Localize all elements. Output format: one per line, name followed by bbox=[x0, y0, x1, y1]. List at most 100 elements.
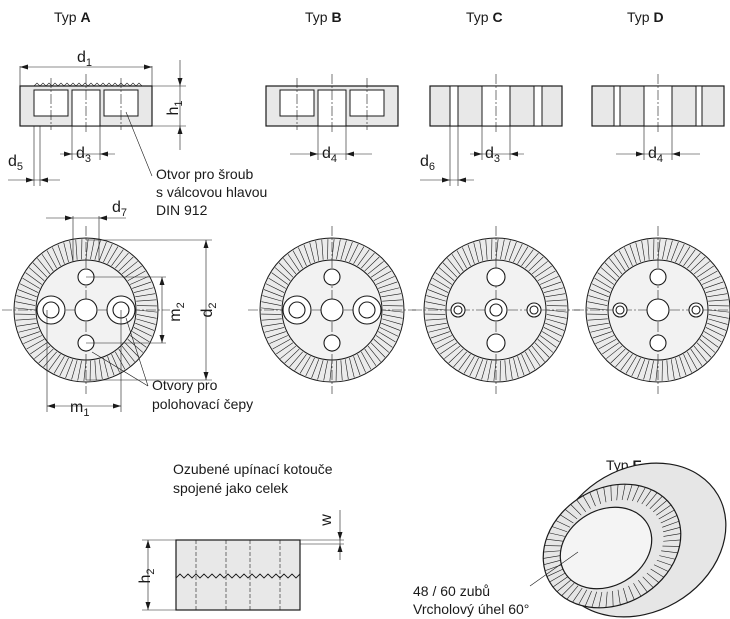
dimension-d5: d5 bbox=[8, 126, 60, 186]
tooth-line bbox=[261, 301, 282, 306]
tooth-line bbox=[121, 345, 135, 362]
tooth-line bbox=[456, 250, 468, 269]
svg-text:d4: d4 bbox=[322, 145, 337, 165]
svg-text:DIN 912: DIN 912 bbox=[156, 202, 208, 218]
tooth-line bbox=[48, 353, 61, 371]
tooth-line bbox=[546, 568, 564, 577]
svg-text:m1: m1 bbox=[70, 399, 89, 419]
tooth-line bbox=[442, 262, 458, 278]
tooth-line bbox=[331, 239, 335, 260]
tooth-line bbox=[136, 309, 157, 313]
tooth-line bbox=[28, 267, 45, 281]
tooth-line bbox=[572, 587, 583, 603]
tooth-line bbox=[534, 265, 552, 278]
tooth-line bbox=[103, 357, 109, 378]
tooth-line bbox=[545, 322, 565, 331]
tooth-line bbox=[513, 357, 519, 378]
tooth-line bbox=[473, 242, 479, 263]
tooth-line bbox=[53, 356, 65, 374]
tooth-line bbox=[71, 360, 78, 380]
tooth-line bbox=[25, 272, 43, 285]
tooth-line bbox=[435, 272, 453, 285]
tooth-line bbox=[426, 295, 446, 302]
tooth-line bbox=[462, 247, 471, 266]
tooth-line bbox=[686, 351, 698, 370]
tooth-line bbox=[647, 239, 650, 260]
tooth-line bbox=[317, 360, 324, 380]
tooth-line bbox=[448, 348, 464, 364]
tooth-line bbox=[542, 331, 560, 343]
tooth-line bbox=[653, 564, 669, 572]
tooth-line bbox=[549, 572, 566, 583]
tooth-line bbox=[107, 246, 119, 264]
tooth-line bbox=[517, 356, 525, 376]
section-view-type-c bbox=[429, 74, 563, 134]
tooth-line bbox=[704, 331, 722, 343]
tooth-line bbox=[274, 267, 291, 281]
tooth-line bbox=[294, 353, 307, 371]
tooth-line bbox=[16, 322, 37, 327]
tooth-line bbox=[38, 348, 54, 364]
tooth-line bbox=[670, 241, 679, 261]
tooth-line bbox=[303, 244, 311, 264]
svg-text:d6: d6 bbox=[420, 153, 435, 173]
tooth-line bbox=[85, 239, 89, 260]
tooth-line bbox=[57, 244, 65, 264]
tooth-line bbox=[479, 240, 484, 261]
tooth-line bbox=[597, 272, 615, 285]
tooth-line bbox=[264, 327, 285, 333]
tooth-line bbox=[524, 351, 536, 370]
tooth-line bbox=[542, 281, 562, 289]
tooth-line bbox=[269, 335, 288, 344]
tooth-line bbox=[103, 243, 113, 263]
tooth-line bbox=[561, 582, 575, 596]
tooth-line bbox=[349, 357, 355, 378]
tooth-line bbox=[517, 246, 529, 264]
tooth-line bbox=[381, 322, 401, 331]
dimension-w: w bbox=[300, 510, 344, 560]
tooth-line bbox=[136, 314, 157, 319]
svg-text:Ozubené upínací kotouče: Ozubené upínací kotouče bbox=[173, 461, 333, 477]
tooth-line bbox=[382, 318, 402, 325]
tooth-line bbox=[425, 301, 446, 306]
tooth-line bbox=[127, 339, 144, 353]
tooth-line bbox=[487, 360, 492, 381]
tooth-line bbox=[65, 359, 74, 379]
tooth-line bbox=[616, 484, 619, 501]
tooth-line bbox=[621, 484, 626, 501]
hole bbox=[646, 298, 670, 322]
header-type-c: Typ C bbox=[466, 9, 503, 25]
tooth-line bbox=[587, 307, 608, 311]
tooth-line bbox=[425, 318, 446, 321]
tooth-line bbox=[663, 539, 681, 542]
tooth-line bbox=[645, 492, 658, 507]
tooth-line bbox=[114, 351, 126, 370]
tooth-line bbox=[451, 254, 464, 272]
tooth-line bbox=[708, 299, 729, 302]
tooth-line bbox=[675, 243, 685, 263]
dimension-h2: h2 bbox=[137, 539, 176, 611]
tooth-line bbox=[666, 360, 669, 381]
tooth-line bbox=[545, 293, 566, 298]
tooth-line bbox=[699, 339, 716, 353]
tooth-line bbox=[650, 568, 665, 578]
dimension-d3-type-c: d3 bbox=[470, 126, 524, 165]
combined-disks-side-view bbox=[175, 539, 301, 611]
svg-text:d4: d4 bbox=[648, 145, 663, 165]
tooth-line bbox=[636, 487, 646, 503]
tooth-line bbox=[521, 354, 530, 373]
tooth-line bbox=[353, 356, 361, 376]
tooth-line bbox=[17, 289, 37, 298]
tooth-line bbox=[20, 331, 40, 339]
tooth-line bbox=[32, 262, 48, 278]
tooth-line bbox=[432, 277, 450, 289]
tooth-line bbox=[375, 335, 393, 348]
tooth-line bbox=[271, 272, 289, 285]
tooth-line bbox=[309, 242, 315, 263]
svg-text:d3: d3 bbox=[76, 145, 91, 165]
tooth-line bbox=[376, 276, 395, 285]
tooth-line bbox=[349, 243, 359, 263]
header-type-b: Typ B bbox=[305, 9, 342, 25]
tooth-line bbox=[696, 342, 712, 358]
tooth-line bbox=[41, 254, 54, 272]
